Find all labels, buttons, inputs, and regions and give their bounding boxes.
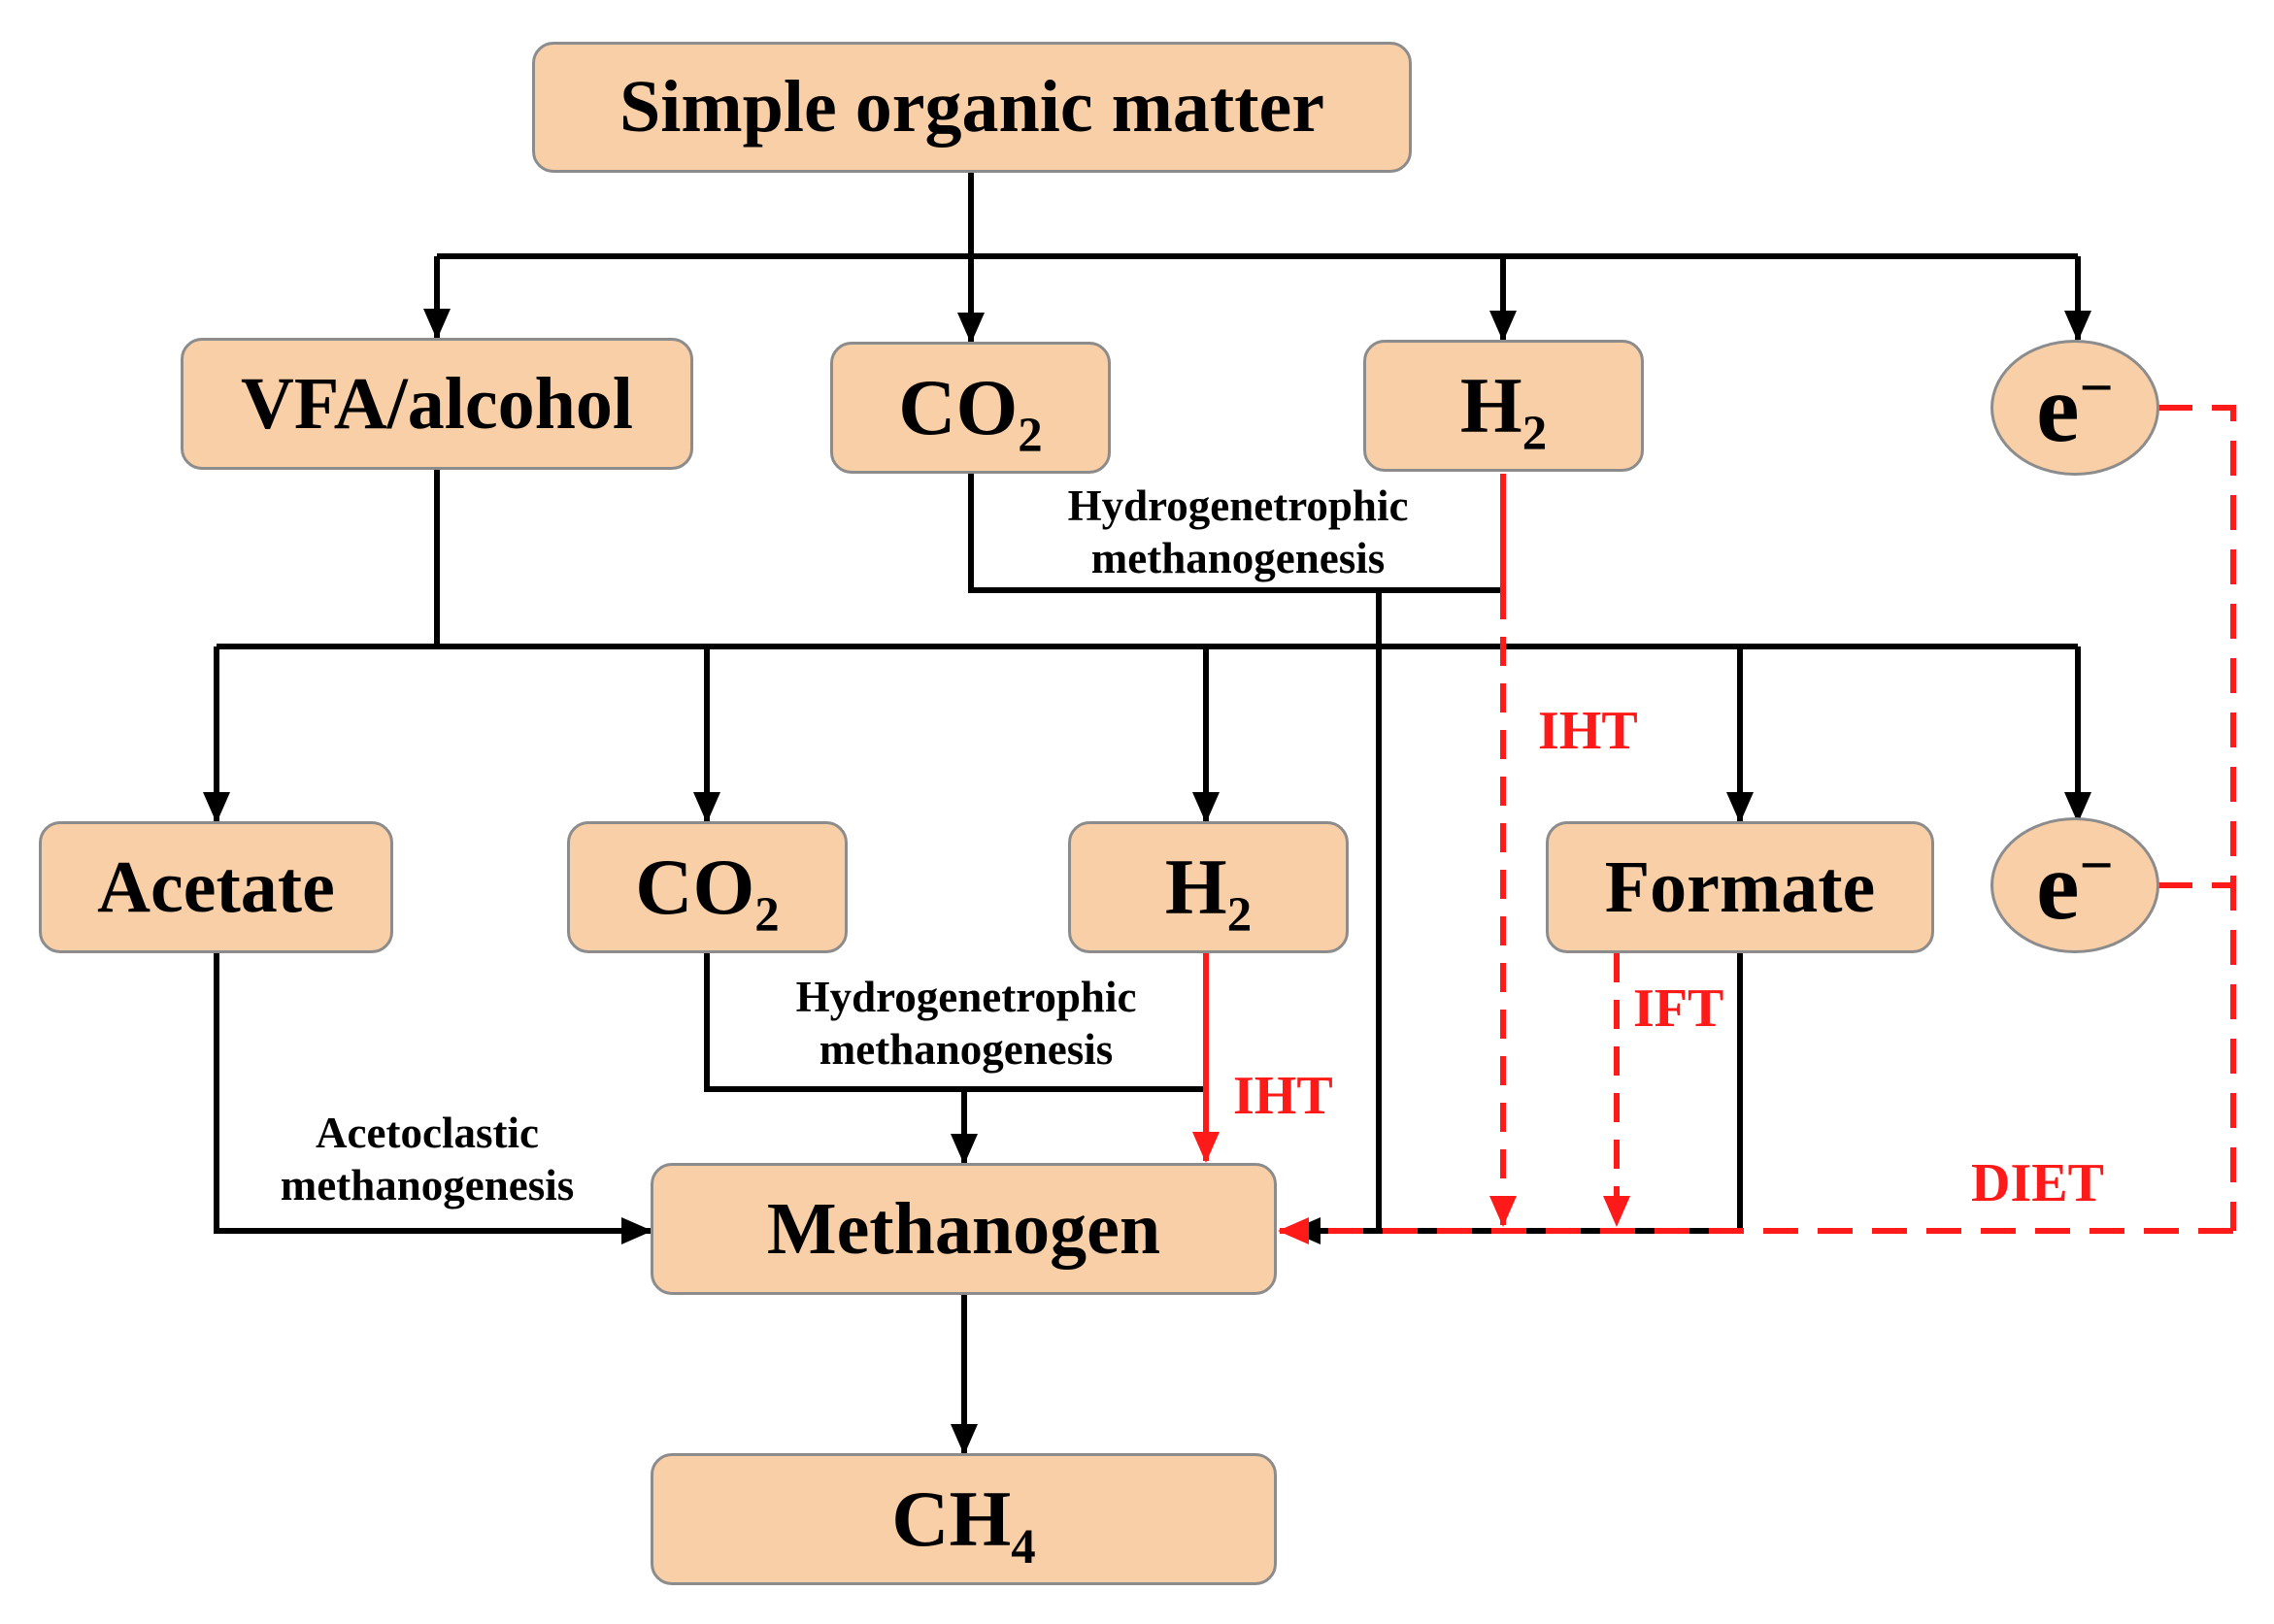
- label-hydrogenotrophic-top: Hydrogenetrophic methanogenesis: [1020, 480, 1456, 584]
- label-hydro-top-line1: Hydrogenetrophic: [1067, 481, 1409, 530]
- node-simple-organic-matter-label: Simple organic matter: [619, 66, 1325, 148]
- node-electron-mid-label: e−: [2036, 831, 2114, 940]
- label-iht-mid: IHT: [1233, 1066, 1333, 1126]
- node-simple-organic-matter: Simple organic matter: [532, 42, 1412, 173]
- node-h2-top: H2: [1363, 340, 1644, 472]
- node-ch4-label: CH4: [891, 1475, 1036, 1574]
- label-iht-top: IHT: [1538, 701, 1638, 761]
- label-diet: DIET: [1971, 1153, 2104, 1213]
- node-vfa-alcohol-label: VFA/alcohol: [241, 362, 633, 445]
- label-hydro-mid-line1: Hydrogenetrophic: [795, 973, 1137, 1021]
- node-electron-top-label: e−: [2036, 353, 2114, 462]
- label-hydro-top-line2: methanogenesis: [1090, 534, 1386, 582]
- diet-top-path: [2157, 405, 2236, 1231]
- node-ch4: CH4: [651, 1453, 1277, 1585]
- node-acetate: Acetate: [39, 821, 393, 953]
- label-hydro-mid-line2: methanogenesis: [819, 1025, 1114, 1074]
- label-hydrogenotrophic-mid: Hydrogenetrophic methanogenesis: [748, 971, 1185, 1076]
- node-methanogen-label: Methanogen: [766, 1187, 1161, 1270]
- node-vfa-alcohol: VFA/alcohol: [181, 338, 693, 470]
- node-co2-top-label: CO2: [898, 363, 1043, 462]
- label-acetoclastic: Acetoclastic methanogenesis: [233, 1107, 621, 1211]
- node-co2-mid: CO2: [567, 821, 848, 953]
- label-acetoclastic-line2: methanogenesis: [280, 1161, 575, 1210]
- node-formate: Formate: [1546, 821, 1934, 953]
- node-acetate-label: Acetate: [97, 845, 335, 928]
- node-co2-mid-label: CO2: [635, 843, 780, 942]
- node-co2-top: CO2: [830, 342, 1111, 474]
- node-formate-label: Formate: [1604, 845, 1876, 928]
- label-acetoclastic-line1: Acetoclastic: [316, 1109, 539, 1157]
- node-electron-mid: e−: [1990, 817, 2159, 953]
- node-h2-top-label: H2: [1459, 361, 1548, 460]
- node-h2-mid: H2: [1068, 821, 1349, 953]
- node-h2-mid-label: H2: [1164, 843, 1253, 942]
- arrow-acetoclastic: [214, 953, 652, 1244]
- node-methanogen: Methanogen: [651, 1163, 1277, 1295]
- node-electron-top: e−: [1990, 340, 2159, 476]
- label-ift: IFT: [1633, 978, 1724, 1039]
